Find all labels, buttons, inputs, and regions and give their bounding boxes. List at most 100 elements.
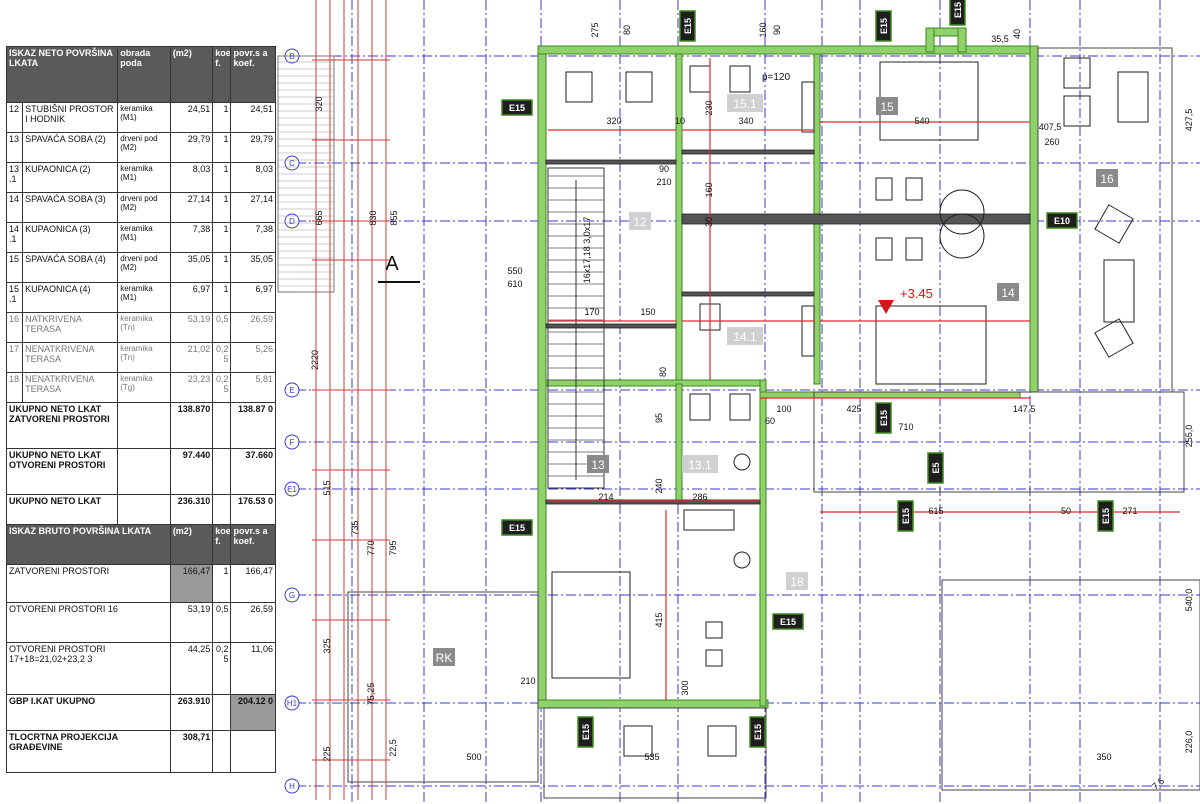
wall-type-label: E15 <box>879 410 889 426</box>
dimension-value: 90 <box>659 164 669 174</box>
note-label: p=120 <box>762 72 791 83</box>
partition-wall <box>681 149 815 155</box>
table-cell: drveni pod (M2) <box>117 192 171 223</box>
dimension-value: 2220 <box>310 350 320 370</box>
grid-axis-label: C <box>289 159 295 168</box>
table-cell: OTVORENI PROSTORI 16 <box>6 602 171 643</box>
rk-outline <box>347 591 539 783</box>
table-cell: UKUPNO NETO LKAT <box>5 494 119 525</box>
dimension-value: 325 <box>322 638 332 653</box>
wall-type-box <box>875 402 892 434</box>
table-cell: keramika (Tn) <box>117 312 171 343</box>
table-cell: drveni pod (M2) <box>117 252 171 283</box>
dimension-value: 100 <box>776 404 791 414</box>
table-cell: 0,5 <box>212 312 232 343</box>
room-tag <box>727 327 763 345</box>
wall-type-tag: E15 <box>679 10 696 42</box>
table-cell: 0,2 5 <box>212 342 232 373</box>
terrace-outline <box>813 391 1185 493</box>
furniture <box>801 81 815 133</box>
furniture <box>625 71 653 103</box>
dimension-value: 500 <box>466 752 481 762</box>
room-tag <box>682 455 718 473</box>
level-triangle <box>878 300 894 314</box>
wall-type-label: E5 <box>931 462 941 473</box>
furniture <box>565 71 593 103</box>
furniture <box>683 509 735 531</box>
table-cell <box>212 730 232 773</box>
dimension-value: 90 <box>772 25 782 35</box>
balcony-outline <box>543 707 767 799</box>
grid-axis-bubble <box>284 155 300 171</box>
room-number: 18 <box>790 575 804 589</box>
dimension-value: 286 <box>692 492 707 502</box>
furniture <box>705 649 723 667</box>
dimension-value: 350 <box>1096 752 1111 762</box>
table-cell <box>212 694 232 731</box>
wall-type-label: E15 <box>1101 508 1111 524</box>
table-cell: NATKRIVENA TERASA <box>22 312 119 343</box>
section-mark: A <box>385 253 399 275</box>
table-cell: 6,97 <box>230 282 276 313</box>
dimension-value: 540,0 <box>1184 589 1194 612</box>
dimension-value: 40 <box>1012 29 1022 39</box>
wall-type-label: E10 <box>1054 216 1070 226</box>
furniture <box>623 725 653 757</box>
table-cell: 12 <box>5 102 24 133</box>
dimension-value: 160 <box>758 22 768 37</box>
dimension-value: 427,5 <box>1184 109 1194 132</box>
room-tag <box>997 283 1019 301</box>
room-number: 13 <box>591 458 605 472</box>
table-cell: 23,23 <box>169 372 214 403</box>
wall <box>675 383 683 505</box>
table-cell: 1 <box>212 162 232 193</box>
dimension-value: 415 <box>654 612 664 627</box>
grid-axis-label: F <box>290 438 295 447</box>
furniture <box>729 393 751 421</box>
table-cell: 15 .1 <box>5 282 24 313</box>
table-cell: 11,06 <box>230 642 276 695</box>
wall-type-box <box>501 99 533 116</box>
lamp <box>733 551 751 569</box>
grid-axis-bubble <box>284 434 300 450</box>
table-cell: 1 <box>212 102 232 133</box>
partition-wall <box>681 213 1031 225</box>
wall-type-label: E15 <box>581 724 591 740</box>
table-cell: 35,05 <box>230 252 276 283</box>
furniture <box>707 725 737 757</box>
table-cell: 29,79 <box>230 132 276 163</box>
wall-type-tag: E15 <box>772 613 804 630</box>
dimension-value: 320 <box>314 96 324 111</box>
wall-type-label: E15 <box>879 18 889 34</box>
table-cell: ZATVORENI PROSTORI <box>6 564 171 603</box>
wall-type-tag: E5 <box>927 452 944 484</box>
table-cell: keramika (M1) <box>117 222 171 253</box>
dimension-value: 770 <box>366 540 376 555</box>
table-cell: 308,71 <box>169 730 214 773</box>
dimension-value: 515 <box>322 480 332 495</box>
table-cell: 13 .1 <box>5 162 24 193</box>
grid-axis-bubble <box>284 587 300 603</box>
table-header: povr.s a koef. <box>230 524 276 565</box>
table-cell: KUPAONICA (4) <box>22 282 119 313</box>
table-cell: 17 <box>5 342 24 373</box>
grid-axis-label: H <box>289 782 295 791</box>
table-cell: 0,5 <box>212 602 232 643</box>
table-header: ISKAZ BRUTO POVRŠINA LKATA <box>6 524 171 565</box>
dimension-value: 610 <box>507 279 522 289</box>
table-cell: 18 <box>5 372 24 403</box>
wall-type-label: E15 <box>509 103 525 113</box>
dimension-value: 30 <box>704 217 714 227</box>
dimension-value: 60 <box>765 416 775 426</box>
furniture <box>801 305 815 357</box>
grid-axis-label: H1 <box>287 699 298 708</box>
dimension-value: 75,25 <box>366 683 376 706</box>
dimension-value: 226,0 <box>1184 731 1194 754</box>
